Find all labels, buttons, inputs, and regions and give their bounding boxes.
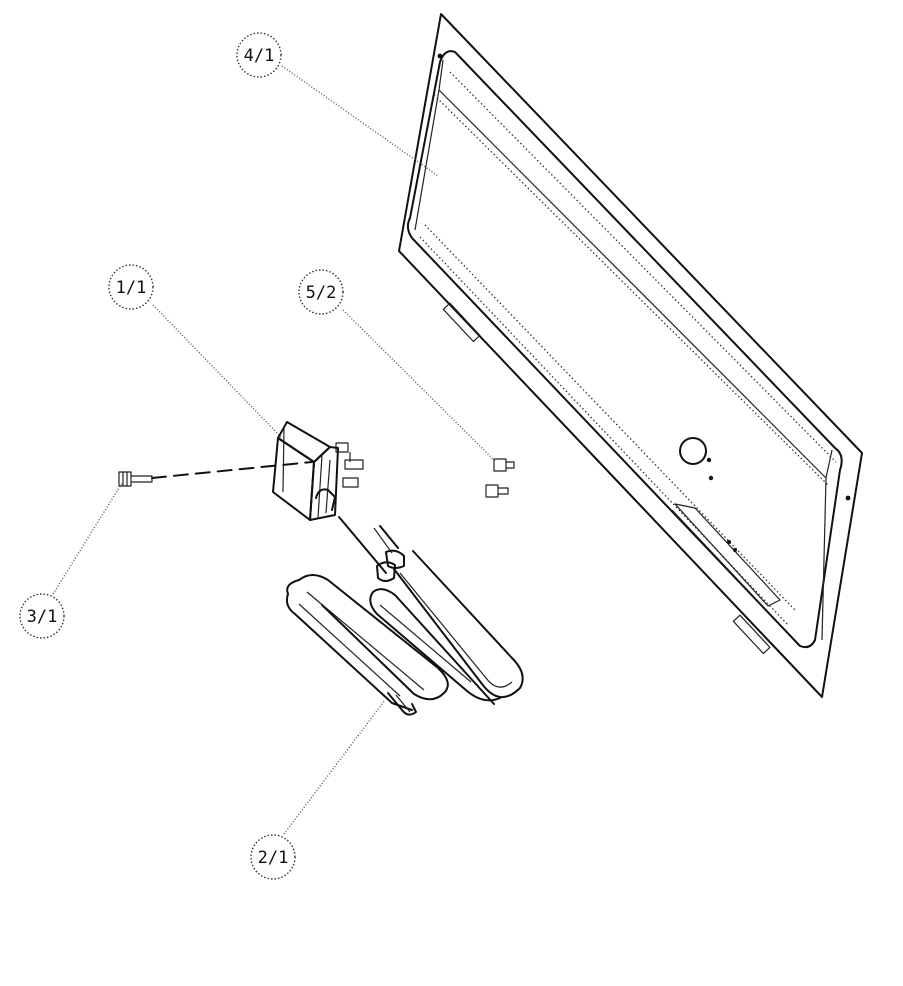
callout-5-2: 5/2 [298, 269, 344, 315]
callout-label: 4/1 [244, 46, 275, 66]
callout-2-1: 2/1 [250, 834, 296, 880]
leader-line-3-1 [52, 479, 125, 595]
screw-assembly-line [151, 461, 313, 479]
callout-label: 3/1 [27, 607, 58, 627]
screw [118, 471, 153, 487]
panel-dot [708, 475, 714, 481]
tray-panel [398, 13, 863, 698]
leader-line-4-1 [281, 65, 439, 177]
heating-element [285, 516, 524, 716]
panel-hole [679, 437, 707, 465]
panel-dot [706, 457, 712, 463]
panel-dot [437, 53, 443, 59]
leader-line-5-2 [342, 309, 497, 463]
leader-line-2-1 [283, 699, 386, 835]
callout-label: 1/1 [116, 278, 147, 298]
bolts [485, 458, 515, 498]
callout-label: 2/1 [258, 848, 289, 868]
thermostat-box [272, 421, 364, 521]
callout-1-1: 1/1 [108, 264, 154, 310]
callout-3-1: 3/1 [19, 593, 65, 639]
callout-label: 5/2 [306, 283, 337, 303]
callout-4-1: 4/1 [236, 32, 282, 78]
panel-dot [733, 548, 737, 552]
panel-dot [727, 540, 731, 544]
panel-dot [845, 495, 851, 501]
leader-line-1-1 [152, 304, 283, 439]
